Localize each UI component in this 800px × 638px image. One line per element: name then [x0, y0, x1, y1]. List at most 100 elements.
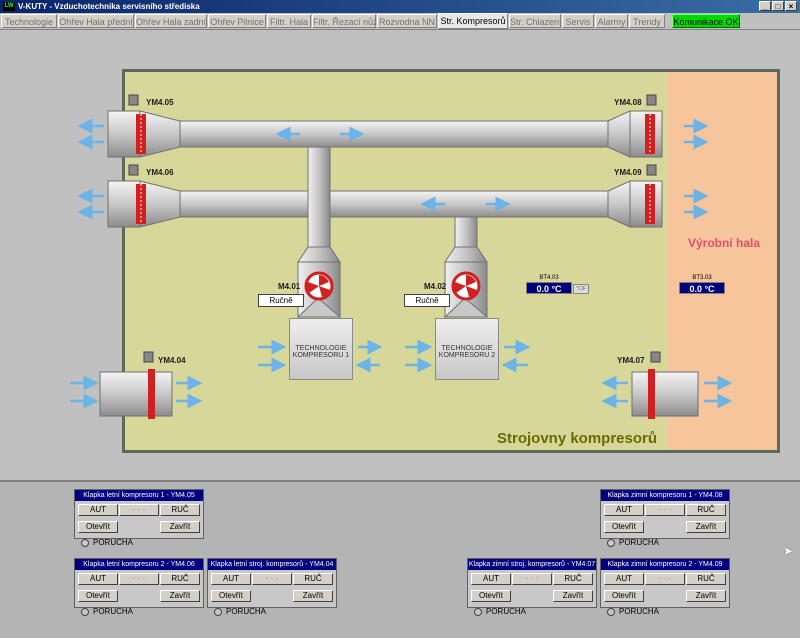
ym407-close-button[interactable]: Zavřít — [553, 590, 593, 602]
ym406-aut-button[interactable]: AUT — [78, 573, 118, 585]
motor-mode-m402[interactable]: Ručně — [404, 294, 450, 307]
ym408-aut-button[interactable]: AUT — [604, 504, 644, 516]
wall-unit-ym407 — [631, 351, 699, 419]
ym408-fault-label: PORUCHA — [619, 538, 660, 547]
valve-label-ym406: YM4.06 — [146, 168, 174, 177]
damper-ym409-icon[interactable] — [645, 164, 657, 224]
ym408-ruc-button[interactable]: RUČ — [686, 504, 726, 516]
ym408-close-button[interactable]: Zavřít — [686, 521, 726, 533]
fan-m402-icon[interactable] — [451, 271, 481, 301]
mouse-cursor-icon: ➤ — [783, 544, 794, 558]
window-title: V-KUTY - Vzduchotechnika servisního stře… — [18, 2, 200, 11]
tab-trendy[interactable]: Trendy — [629, 14, 665, 28]
drop-duct-2 — [454, 216, 478, 248]
compressor-1-label: TECHNOLOGIE KOMPRESORU 1 — [292, 345, 350, 359]
tab-str-kompresoru[interactable]: Str. Kompresorů — [438, 13, 508, 29]
valve-label-ym407: YM4.07 — [617, 356, 645, 365]
panel-ym406-title: Klapka letní kompresoru 2 - YM4.06 — [75, 559, 203, 570]
panel-ym404: Klapka letní stroj. kompresorů - YM4.04 … — [207, 558, 337, 616]
ym407-fault-label: PORUCHA — [486, 607, 527, 616]
ym406-fault-label: PORUCHA — [93, 607, 134, 616]
tab-servis[interactable]: Servis — [562, 14, 594, 28]
panel-ym405: Klapka letní kompresoru 1 - YM4.05 AUT -… — [74, 489, 204, 547]
damper-ym406-icon[interactable] — [128, 164, 146, 224]
ym405-fault-label: PORUCHA — [93, 538, 134, 547]
panel-ym409-title: Klapka zimní kompresoru 2 - YM4.09 — [601, 559, 729, 570]
panel-ym405-title: Klapka letní kompresoru 1 - YM4.05 — [75, 490, 203, 501]
ym409-open-button[interactable]: Otevřít — [604, 590, 644, 602]
upper-duct — [107, 110, 663, 158]
damper-ym405-icon[interactable] — [128, 94, 146, 154]
tab-rozvodna-nn[interactable]: Rozvodna NN — [377, 14, 437, 28]
sensor-bt303-value: 0.0 °C — [679, 282, 725, 294]
ym407-ruc-button[interactable]: RUČ — [553, 573, 593, 585]
ym404-close-button[interactable]: Zavřít — [293, 590, 333, 602]
ym404-mid-indicator: - - - — [252, 573, 292, 585]
ym408-open-button[interactable]: Otevřít — [604, 521, 644, 533]
ym409-mid-indicator: - - - — [645, 573, 685, 585]
minimize-button[interactable]: _ — [759, 1, 771, 11]
tab-ohrev-hala-predni[interactable]: Ohřev Hala přední — [58, 14, 134, 28]
valve-label-ym408: YM4.08 — [614, 98, 642, 107]
damper-ym408-icon[interactable] — [645, 94, 657, 154]
compressor-2-label: TECHNOLOGIE KOMPRESORU 2 — [438, 345, 496, 359]
close-button[interactable]: × — [785, 1, 797, 11]
lower-duct — [107, 180, 663, 228]
compressor-1-box[interactable]: TECHNOLOGIE KOMPRESORU 1 — [289, 318, 353, 380]
room-label: Strojovny kompresorů — [497, 430, 658, 447]
ym405-close-button[interactable]: Zavřít — [160, 521, 200, 533]
app-icon: LW — [3, 2, 15, 11]
tab-ohrev-pilnice[interactable]: Ohřev Pilnice — [208, 14, 266, 28]
ym408-mid-indicator: - - - — [645, 504, 685, 516]
sensor-bt403: BT4.03 0.0 °C °C/F — [526, 275, 589, 294]
ym409-close-button[interactable]: Zavřít — [686, 590, 726, 602]
ym409-fault-led — [607, 608, 615, 616]
tab-technologie[interactable]: Technologie — [1, 14, 57, 28]
panel-ym406: Klapka letní kompresoru 2 - YM4.06 AUT -… — [74, 558, 204, 616]
ym404-open-button[interactable]: Otevřít — [211, 590, 251, 602]
valve-label-ym409: YM4.09 — [614, 168, 642, 177]
ym406-mid-indicator: - - - — [119, 573, 159, 585]
tab-bar: Technologie Ohřev Hala přední Ohřev Hala… — [0, 13, 800, 30]
panel-ym407: Klapka zimní stroj. kompresorů - YM4.07 … — [467, 558, 597, 616]
tab-ohrev-hala-zadni[interactable]: Ohřev Hala zadní — [135, 14, 207, 28]
ym409-ruc-button[interactable]: RUČ — [686, 573, 726, 585]
motor-label-m401: M4.01 — [278, 282, 301, 291]
panel-ym408-title: Klapka zimní kompresoru 1 - YM4.08 — [601, 490, 729, 501]
ym406-ruc-button[interactable]: RUČ — [160, 573, 200, 585]
ym407-fault-led — [474, 608, 482, 616]
ym405-fault-led — [81, 539, 89, 547]
ym405-open-button[interactable]: Otevřít — [78, 521, 118, 533]
tab-filtr-hala[interactable]: Filtr. Hala — [267, 14, 311, 28]
ym404-ruc-button[interactable]: RUČ — [293, 573, 333, 585]
drop-duct-1 — [307, 146, 331, 248]
maximize-button[interactable]: □ — [772, 1, 784, 11]
ym406-fault-led — [81, 608, 89, 616]
ym407-open-button[interactable]: Otevřít — [471, 590, 511, 602]
tab-str-chlazeni[interactable]: Str. Chlazení — [509, 14, 561, 28]
valve-label-ym405: YM4.05 — [146, 98, 174, 107]
sensor-bt303: BT3.03 0.0 °C — [679, 275, 725, 294]
tab-alarmy[interactable]: Alarmy — [595, 14, 628, 28]
ym409-aut-button[interactable]: AUT — [604, 573, 644, 585]
sensor-bt303-name: BT3.03 — [692, 275, 712, 281]
compressor-2-box[interactable]: TECHNOLOGIE KOMPRESORU 2 — [435, 318, 499, 380]
ym404-aut-button[interactable]: AUT — [211, 573, 251, 585]
ym406-close-button[interactable]: Zavřít — [160, 590, 200, 602]
motor-mode-m401[interactable]: Ručně — [258, 294, 304, 307]
fan-m401-icon[interactable] — [304, 271, 334, 301]
ym405-ruc-button[interactable]: RUČ — [160, 504, 200, 516]
unit-toggle-button[interactable]: °C/F — [573, 284, 589, 294]
panel-ym404-title: Klapka letní stroj. kompresorů - YM4.04 — [208, 559, 336, 570]
ym407-aut-button[interactable]: AUT — [471, 573, 511, 585]
tab-filtr-rezaci-nuz[interactable]: Filtr. Řezací nůž — [312, 14, 376, 28]
ym409-fault-label: PORUCHA — [619, 607, 660, 616]
ym405-aut-button[interactable]: AUT — [78, 504, 118, 516]
panel-ym409: Klapka zimní kompresoru 2 - YM4.09 AUT -… — [600, 558, 730, 616]
airflow-arrows — [70, 118, 733, 409]
panel-ym407-title: Klapka zimní stroj. kompresorů - YM4.07 — [468, 559, 596, 570]
ym406-open-button[interactable]: Otevřít — [78, 590, 118, 602]
sensor-bt403-value: 0.0 °C — [526, 282, 572, 294]
valve-label-ym404: YM4.04 — [158, 356, 186, 365]
